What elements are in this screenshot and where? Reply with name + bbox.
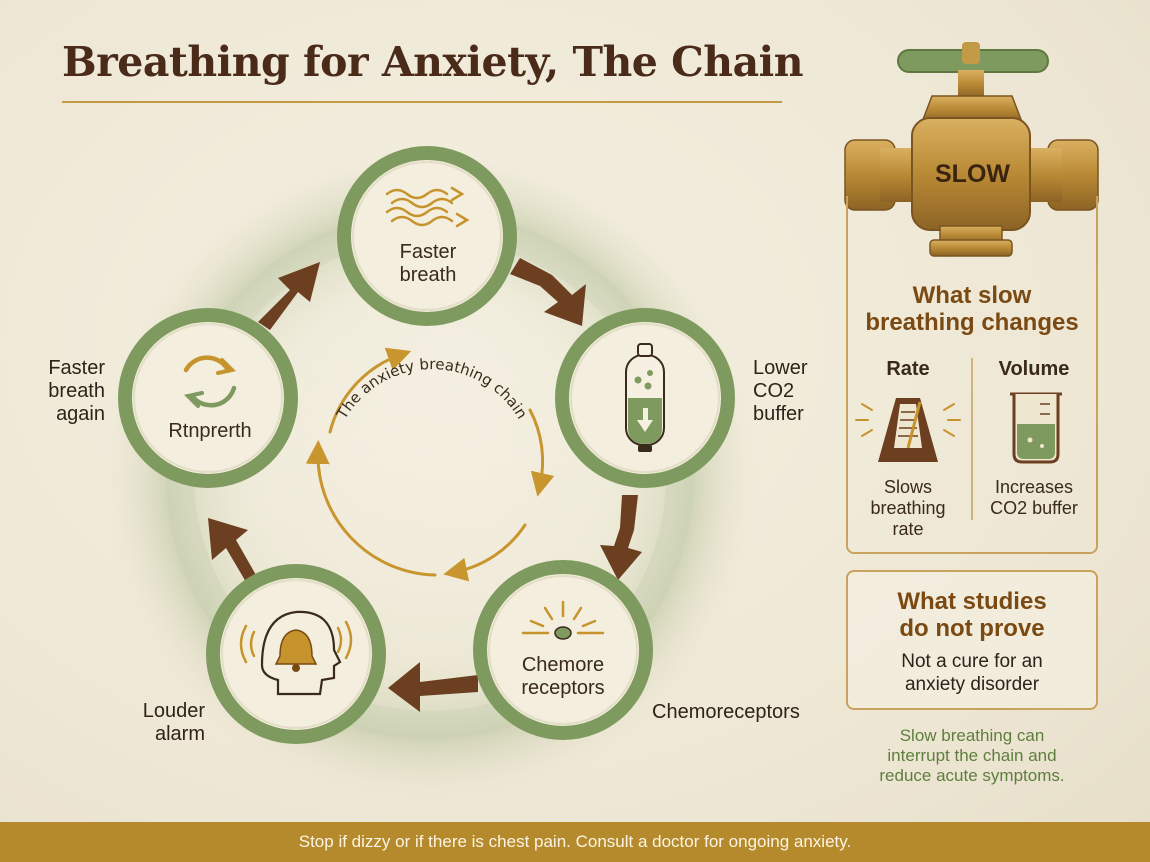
lower-co2-line-2: CO2	[753, 380, 795, 402]
node-co2-inner-ring	[570, 323, 720, 473]
arrow-2-to-3	[600, 495, 642, 580]
node-chemoreceptors-circle	[473, 560, 653, 740]
louder-alarm-label: Louder alarm	[120, 700, 205, 746]
limits-heading-line-1: What studies	[897, 588, 1047, 615]
head-bell-icon	[239, 610, 353, 696]
node-chemoreceptors-line-2: receptors	[521, 677, 605, 699]
lower-co2-buffer-label: Lower CO2 buffer	[753, 357, 807, 426]
note-line-1: Slow breathing can	[899, 726, 1045, 745]
volume-column-head: Volume	[998, 358, 1070, 380]
safety-footer: Stop if dizzy or if there is chest pain.…	[0, 822, 1150, 862]
node-chemoreceptors-line-1: Chemore	[521, 654, 605, 676]
volume-text-line-1: Increases	[994, 477, 1074, 497]
slow-breathing-note: Slow breathing can interrupt the chain a…	[846, 726, 1098, 786]
rate-column-head: Rate	[886, 358, 930, 380]
louder-alarm-line-1: Louder	[142, 700, 205, 722]
limits-text-line-2: anxiety disorder	[904, 674, 1040, 695]
note-line-3: reduce acute symptoms.	[879, 766, 1065, 785]
arrow-3-to-4	[388, 662, 478, 712]
node-repeat-inner-ring	[133, 323, 283, 473]
safety-footer-text: Stop if dizzy or if there is chest pain.…	[298, 832, 852, 851]
changes-heading-line-2: breathing changes	[865, 309, 1079, 336]
title-divider	[62, 101, 782, 103]
note-line-2: interrupt the chain and	[887, 746, 1057, 765]
limits-heading-line-2: do not prove	[899, 615, 1045, 642]
node-faster-breath-circle	[337, 146, 517, 326]
rate-text-line-2: breathing	[870, 498, 946, 518]
node-chemoreceptors-label: Chemore receptors	[508, 654, 618, 700]
inner-cycle	[305, 347, 555, 582]
page-title: Breathing for Anxiety, The Chain	[62, 38, 804, 86]
chemoreceptors-outer-label: Chemoreceptors	[652, 701, 800, 723]
limits-panel-text: Not a cure for an anxiety disorder	[846, 650, 1098, 696]
beaker-icon	[1010, 392, 1062, 464]
node-faster-breath-line-1: Faster	[399, 241, 457, 263]
faster-breath-again-line-1: Faster	[48, 357, 105, 379]
node-chemoreceptors-inner-ring	[488, 575, 638, 725]
lower-co2-line-3: buffer	[753, 403, 804, 425]
node-repeat-circle	[118, 308, 298, 488]
rate-text-line-3: rate	[892, 519, 924, 539]
valve-slow-label: SLOW	[935, 160, 1010, 188]
wavy-lines-icon	[385, 186, 470, 228]
changes-panel-heading: What slow breathing changes	[846, 282, 1098, 336]
changes-heading-line-1: What slow	[912, 282, 1032, 309]
arrow-1-to-2	[510, 258, 586, 326]
metronome-icon	[855, 398, 961, 462]
valve-illustration	[844, 42, 1099, 257]
volume-column-text: Increases CO2 buffer	[978, 477, 1090, 519]
slow-breathing-changes-panel	[846, 196, 1098, 554]
node-alarm-inner-ring	[221, 579, 371, 729]
faster-breath-again-line-2: breath	[48, 380, 105, 402]
louder-alarm-line-2: alarm	[154, 723, 205, 745]
arrow-5-to-1	[258, 262, 320, 330]
volume-text-line-2: CO2 buffer	[990, 498, 1078, 518]
studies-limits-panel	[846, 570, 1098, 710]
arrow-4-to-5	[208, 518, 256, 582]
co2-canister-icon	[625, 343, 665, 452]
sensor-alarm-icon	[521, 600, 605, 640]
node-repeat-label: Rtnprerth	[168, 420, 252, 442]
node-faster-breath-inner-ring	[352, 161, 502, 311]
rate-column-text: Slows breathing rate	[858, 477, 958, 540]
node-faster-breath-line-2: breath	[399, 264, 457, 286]
faster-breath-again-line-3: again	[56, 403, 105, 425]
lower-co2-line-1: Lower	[753, 357, 808, 379]
limits-panel-heading: What studies do not prove	[846, 588, 1098, 642]
cycle-arrows-icon	[183, 355, 237, 408]
faster-breath-again-label: Faster breath again	[40, 357, 105, 426]
rate-text-line-1: Slows	[883, 477, 932, 497]
node-faster-breath-label: Faster breath	[378, 241, 478, 287]
limits-text-line-1: Not a cure for an	[901, 651, 1043, 672]
